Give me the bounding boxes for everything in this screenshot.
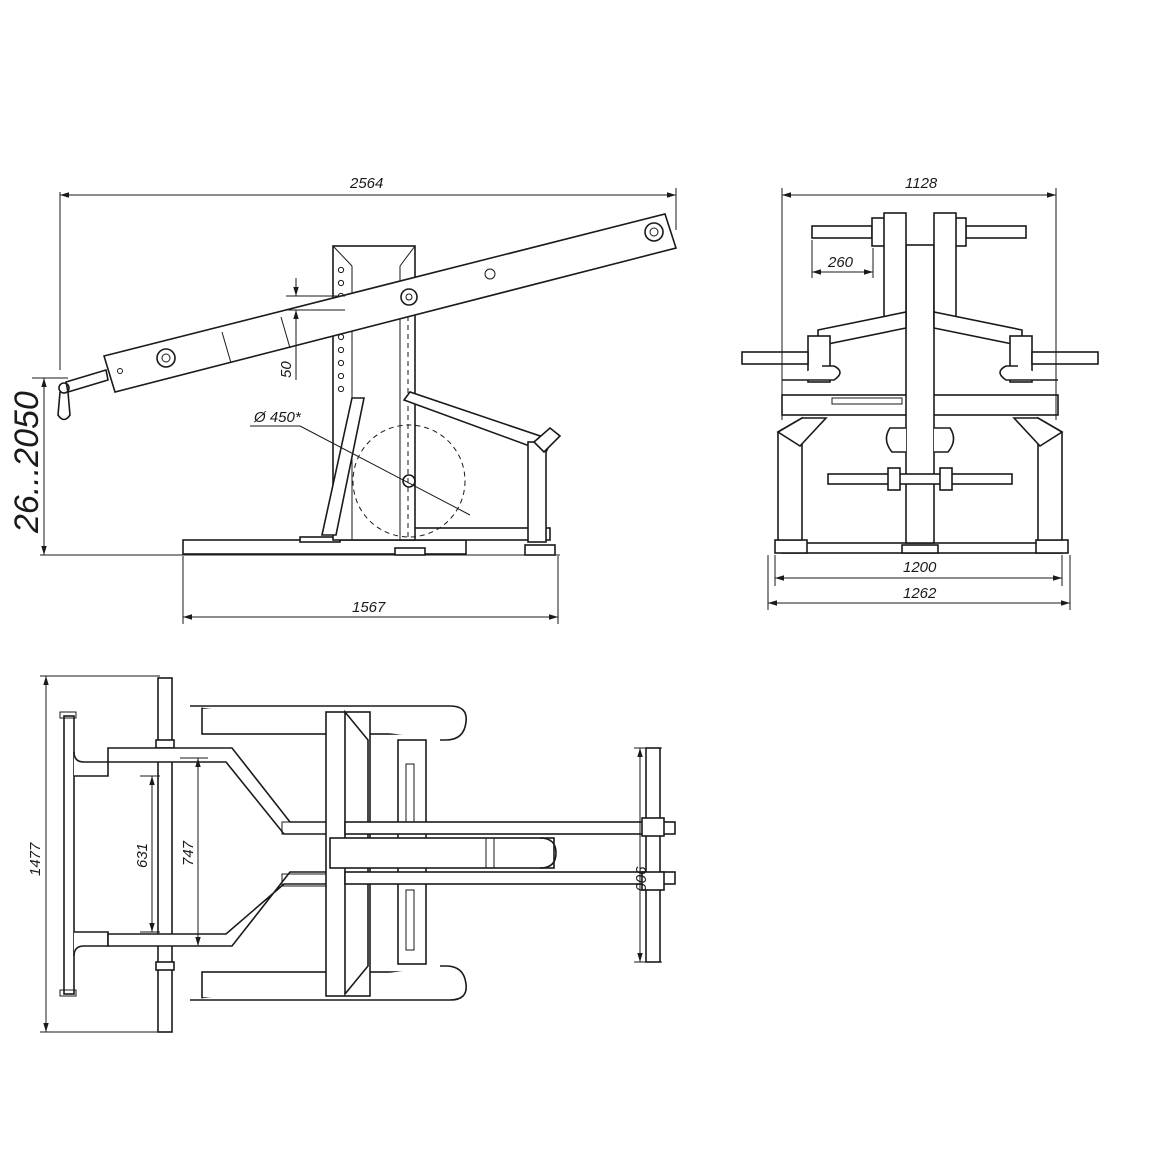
top-rear-bar <box>157 677 173 1033</box>
front-foot-right <box>1035 539 1069 554</box>
lever-pivot-1-icon <box>156 348 176 368</box>
dim-1477-label: 1477 <box>27 842 44 876</box>
rear-foot <box>524 544 556 556</box>
lower-handle-bar <box>827 473 1013 485</box>
leg-bevel-left <box>776 417 828 448</box>
top-beam-center <box>329 837 555 869</box>
lower-collar-left <box>887 467 901 491</box>
crossbar-plate <box>831 397 903 405</box>
dim-747-label: 747 <box>180 840 197 866</box>
side-handle-left <box>741 351 809 365</box>
plate-hub <box>402 474 416 488</box>
rear-post <box>527 441 547 543</box>
lever-handle-rod <box>65 368 109 394</box>
top-arm-lower <box>107 871 346 947</box>
top-handle-cap-bottom <box>59 989 77 997</box>
dim-631-label: 631 <box>134 843 151 868</box>
top-beam-clamp <box>485 837 495 869</box>
top-handle-bend-upper <box>73 751 109 777</box>
top-bar-collar-1 <box>155 739 175 749</box>
horn-left <box>885 427 906 453</box>
handle-hook <box>57 391 71 421</box>
arm-plate-right <box>933 212 957 319</box>
top-handle-bend-lower <box>73 931 109 957</box>
dim-260-label: 260 <box>827 254 854 271</box>
dim-50-label: 50 <box>278 361 295 378</box>
upright-bevel-right <box>399 245 416 267</box>
mid-foot <box>394 547 426 556</box>
weight-plate-outline <box>352 424 466 538</box>
front-view: 1128 260 1200 1262 <box>741 175 1099 610</box>
lower-collar-right <box>939 467 953 491</box>
top-handle-cap-top <box>59 711 77 719</box>
lever-joint-2 <box>280 316 291 349</box>
top-front-collar-upper <box>641 817 665 837</box>
front-brace <box>321 397 365 536</box>
side-handle-right <box>1031 351 1099 365</box>
dim-1567-label: 1567 <box>352 599 386 616</box>
dim-1128-label: 1128 <box>905 175 938 192</box>
top-arm-upper <box>107 747 346 835</box>
front-foot-left <box>774 539 808 554</box>
handle-grip-icon <box>58 382 70 394</box>
top-view: 1477 631 747 900 <box>27 675 676 1033</box>
hook-right <box>999 365 1058 381</box>
dim-1262-label: 1262 <box>903 585 937 602</box>
upper-handle-right <box>965 225 1027 239</box>
dim-1200-label: 1200 <box>903 559 937 576</box>
top-beam-upper <box>344 821 676 835</box>
lever-arm <box>102 213 678 393</box>
lever-pivot-3-icon <box>644 222 664 242</box>
angled-arm-right <box>933 311 1023 347</box>
plate-leader <box>299 425 471 516</box>
arm-plate-left <box>883 212 907 319</box>
dim-2564-label: 2564 <box>349 175 383 192</box>
top-slot-lower <box>405 889 415 951</box>
side-view: Ø 450* 2564 26...2050 1567 <box>8 175 678 624</box>
front-foot-center <box>901 544 939 554</box>
leg-bevel-right <box>1012 417 1064 448</box>
upper-handle-left <box>811 225 873 239</box>
lever-pivot-2-icon <box>400 288 418 306</box>
footrest-pad <box>532 426 562 454</box>
top-bar-collar-2 <box>155 961 175 971</box>
dim-900-label: 900 <box>632 866 649 892</box>
angled-arm-left <box>817 311 907 347</box>
top-handle-frame <box>63 715 75 995</box>
hook-left <box>782 365 841 381</box>
top-beam-lower <box>344 871 676 885</box>
horn-right <box>934 427 955 453</box>
lever-joint-1 <box>221 331 232 364</box>
plate-diameter-label: Ø 450* <box>253 409 302 426</box>
center-post <box>905 244 935 544</box>
dim-height-label: 26...2050 <box>8 391 46 534</box>
upright-bevel-left <box>332 245 353 267</box>
lever-nut-icon <box>484 268 496 280</box>
top-beam-end <box>539 837 557 869</box>
top-front-bar <box>645 747 661 963</box>
